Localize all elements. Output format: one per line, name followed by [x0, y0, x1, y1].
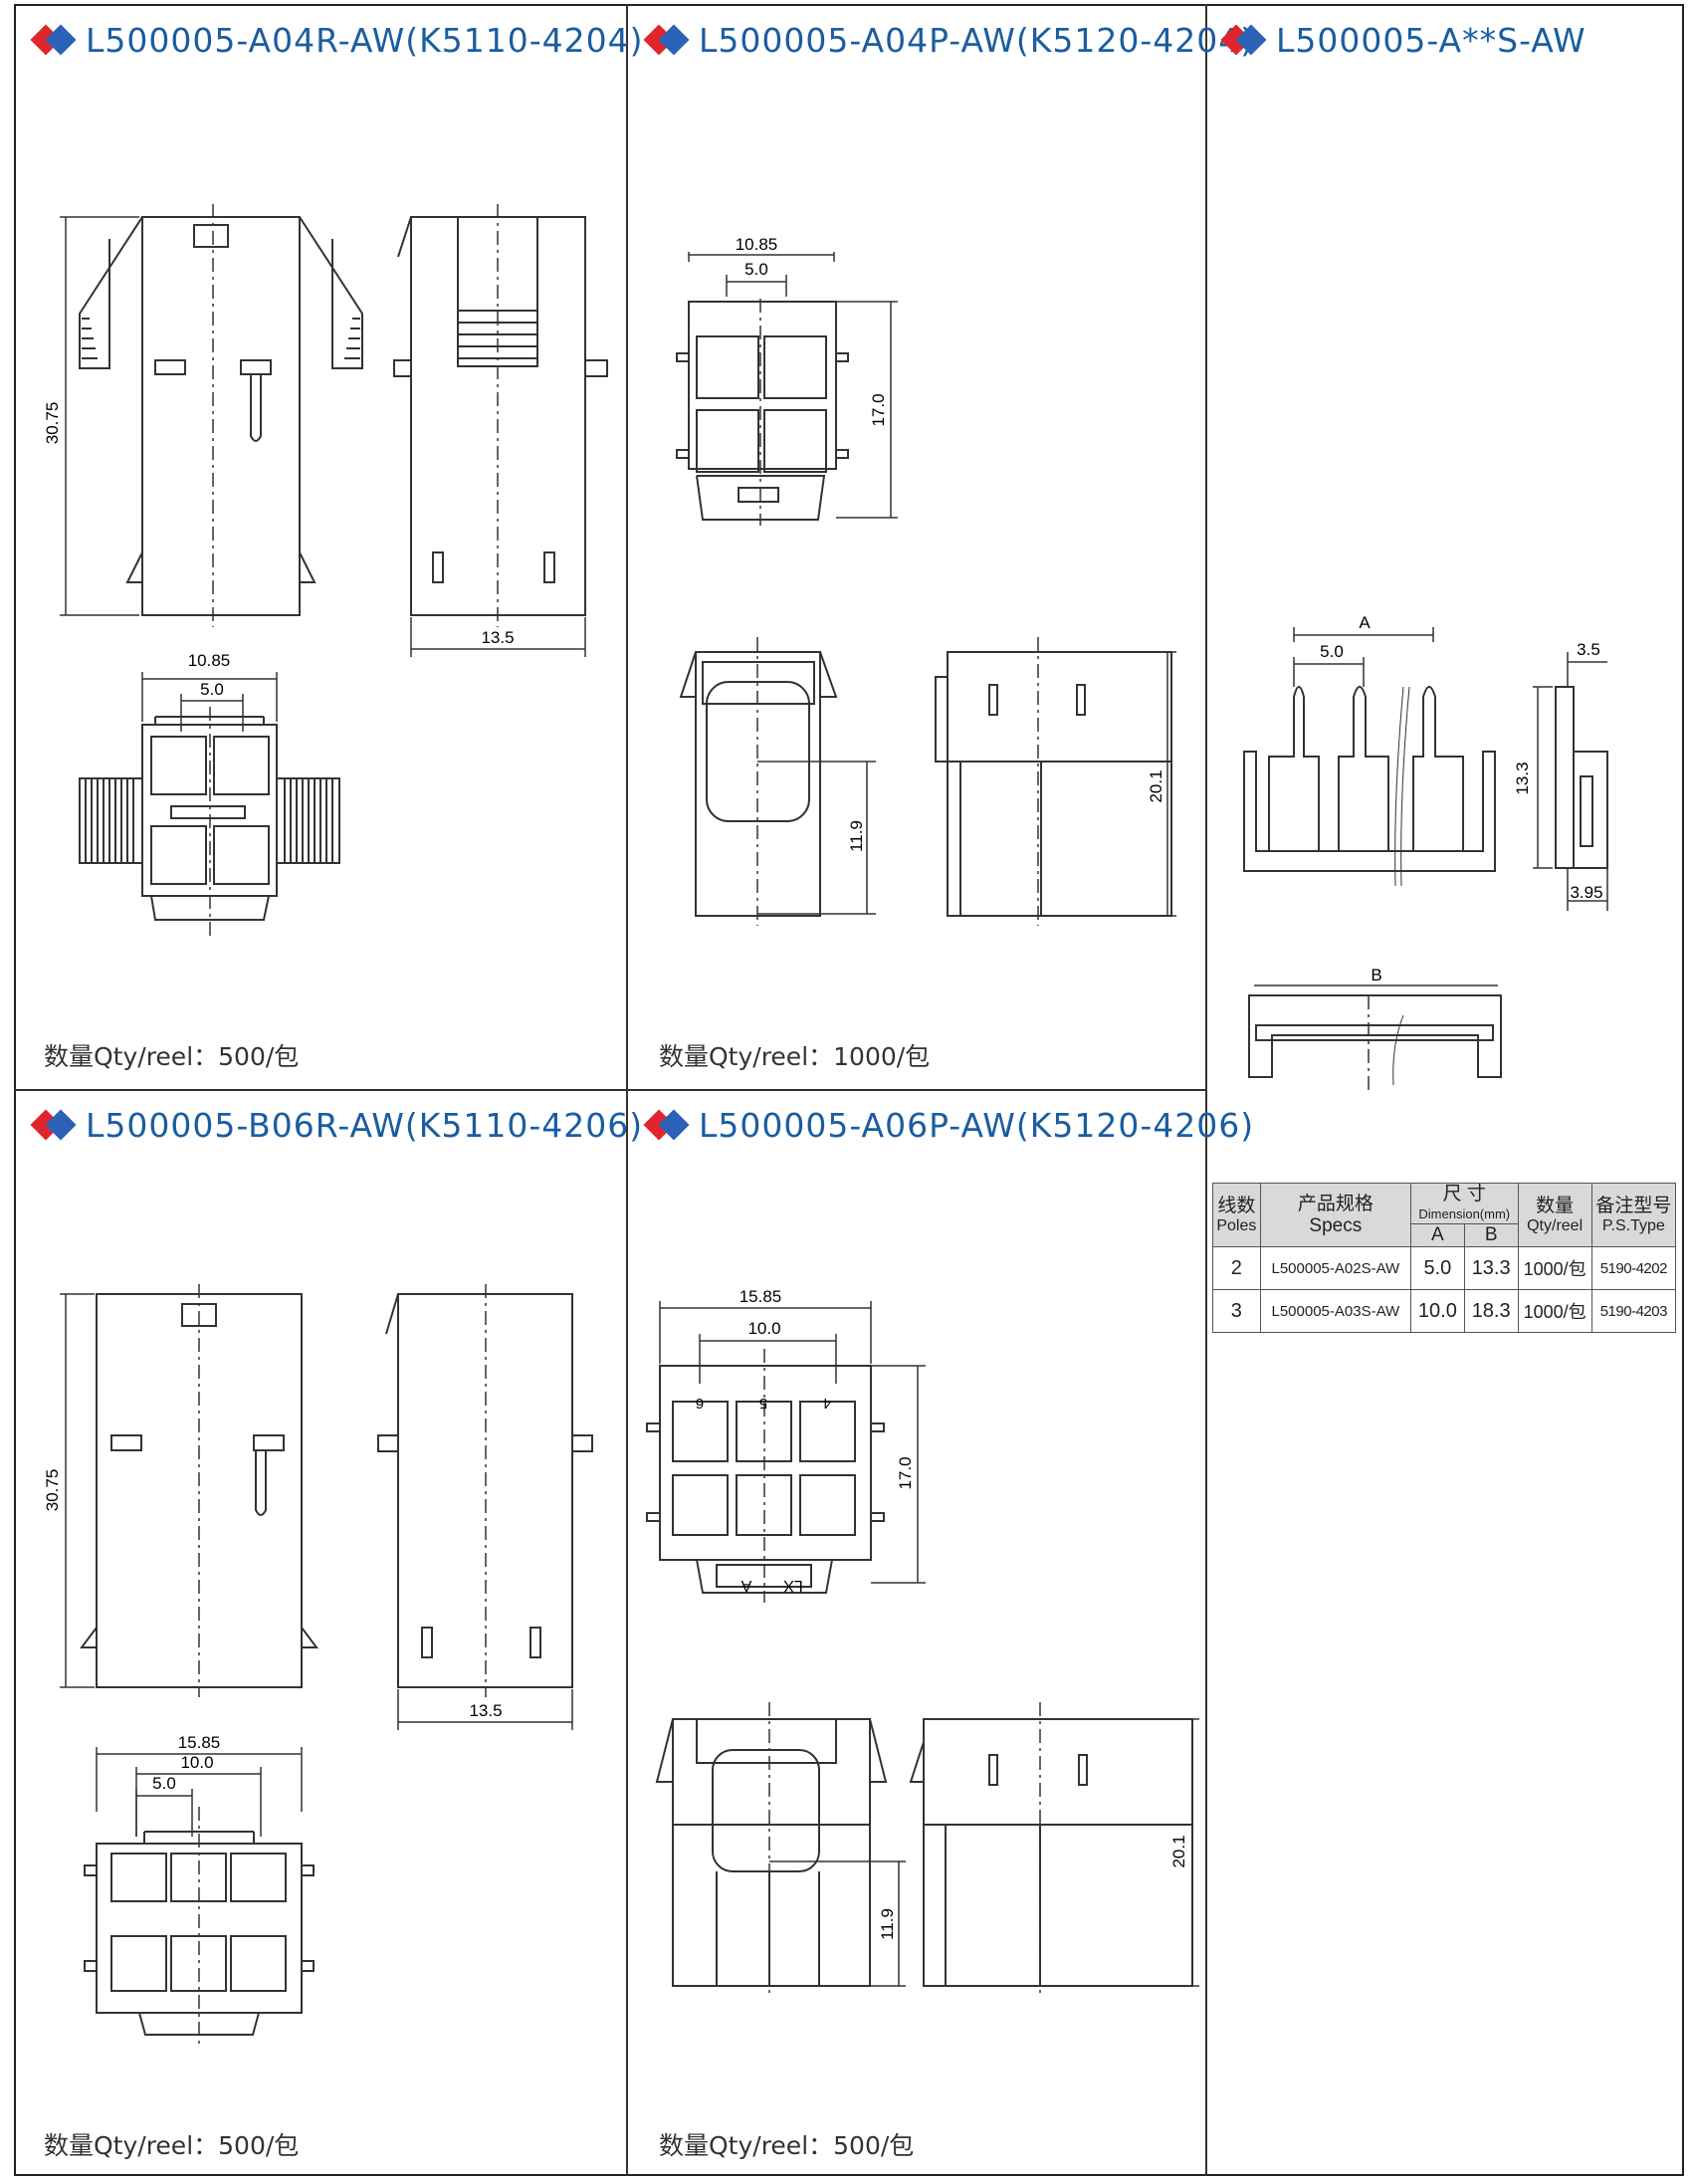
drawing-b06r: 30.75 13.5 15.85 10.0 5.0 — [43, 1284, 593, 2046]
cell-b: 13.3 — [1463, 1246, 1519, 1290]
mark-lx: LX — [783, 1577, 803, 1594]
dim-face-width-2: 10.0 — [747, 1319, 780, 1338]
dim-width: 13.5 — [469, 1701, 502, 1720]
mark-a: A — [740, 1577, 751, 1594]
dim-face-width: 15.85 — [178, 1733, 221, 1752]
cell-spec: L500005-A02S-AW — [1259, 1246, 1411, 1290]
panel-title-1: L500005-A04R-AW(K5110-4204) — [30, 18, 644, 62]
table-row: 2 L500005-A02S-AW 5.0 13.3 1000/包 5190-4… — [1212, 1246, 1677, 1290]
drawing-a06p: 15.85 10.0 17.0 6 5 4 LX A 11.9 20.1 — [646, 1287, 1199, 1996]
pin-label: 5 — [759, 1395, 767, 1412]
cell-qty: 1000/包 — [1517, 1289, 1592, 1333]
dim-bottom: 3.95 — [1570, 883, 1602, 902]
cell-spec: L500005-A03S-AW — [1259, 1289, 1411, 1333]
drawing-a04r: 30.75 13.5 10.85 5.0 — [43, 204, 608, 936]
qty-label-2: 数量Qty/reel：1000/包 — [659, 1042, 931, 1071]
panel-title-5: L500005-A06P-AW(K5120-4206) — [643, 1103, 1254, 1147]
cell-type: 5190-4203 — [1590, 1289, 1677, 1333]
panel-title-3: L500005-A**S-AW — [1220, 18, 1586, 62]
dim-face-width: 10.85 — [188, 651, 231, 670]
dim-side-height-2: 20.1 — [1147, 769, 1165, 802]
dim-height: 13.3 — [1513, 762, 1532, 794]
panel-title-text: L500005-A**S-AW — [1276, 20, 1586, 60]
cell-a: 10.0 — [1409, 1289, 1465, 1333]
panel-title-text: L500005-B06R-AW(K5110-4206) — [86, 1105, 644, 1145]
cell-b: 18.3 — [1463, 1289, 1519, 1333]
dim-face-width: 15.85 — [740, 1287, 782, 1306]
dim-a: A — [1359, 613, 1371, 632]
drawing-a-s: A 5.0 3.5 13.3 3.95 B — [1243, 613, 1608, 1095]
panel-title-2: L500005-A04P-AW(K5120-4204) — [643, 18, 1254, 62]
qty-label-5: 数量Qty/reel：500/包 — [659, 2131, 915, 2160]
dim-face-width-2: 10.0 — [180, 1753, 213, 1772]
dim-side-height-2: 20.1 — [1169, 1835, 1188, 1867]
cell-a: 5.0 — [1409, 1246, 1465, 1290]
divider-v2 — [1205, 4, 1207, 2176]
dim-face-width: 10.85 — [736, 235, 778, 254]
dim-pitch: 5.0 — [744, 260, 768, 279]
dim-b: B — [1371, 966, 1381, 984]
dim-face-height: 17.0 — [896, 1456, 915, 1489]
dim-pitch: 5.0 — [200, 680, 224, 699]
dim-pitch: 5.0 — [152, 1774, 176, 1793]
table-row: 3 L500005-A03S-AW 10.0 18.3 1000/包 5190-… — [1212, 1289, 1677, 1333]
panel-title-text: L500005-A06P-AW(K5120-4206) — [699, 1105, 1255, 1145]
divider-h1 — [14, 1089, 1205, 1091]
qty-label-1: 数量Qty/reel：500/包 — [44, 1042, 300, 1071]
cell-type: 5190-4202 — [1590, 1246, 1677, 1290]
pin-label: 6 — [696, 1395, 704, 1412]
cell-qty: 1000/包 — [1517, 1246, 1592, 1290]
dim-side-height-1: 11.9 — [878, 1908, 897, 1940]
dim-height: 30.75 — [43, 1469, 62, 1512]
dim-width: 13.5 — [481, 628, 514, 647]
col-b: B — [1463, 1223, 1519, 1247]
dim-top: 3.5 — [1577, 640, 1600, 659]
panel-title-text: L500005-A04P-AW(K5120-4204) — [699, 20, 1255, 60]
dim-pitch: 5.0 — [1320, 642, 1344, 661]
qty-label-4: 数量Qty/reel：500/包 — [44, 2131, 300, 2160]
dim-face-height: 17.0 — [869, 393, 888, 426]
dim-side-height-1: 11.9 — [847, 820, 866, 852]
dim-height: 30.75 — [43, 402, 62, 445]
panel-title-4: L500005-B06R-AW(K5110-4206) — [30, 1103, 643, 1147]
col-a: A — [1409, 1223, 1465, 1247]
cell-poles: 3 — [1212, 1289, 1261, 1333]
panel-title-text: L500005-A04R-AW(K5110-4204) — [86, 20, 644, 60]
cell-poles: 2 — [1212, 1246, 1261, 1290]
drawing-a04p: 10.85 5.0 17.0 11.9 20.1 — [676, 235, 1176, 926]
pin-label: 4 — [823, 1395, 831, 1412]
